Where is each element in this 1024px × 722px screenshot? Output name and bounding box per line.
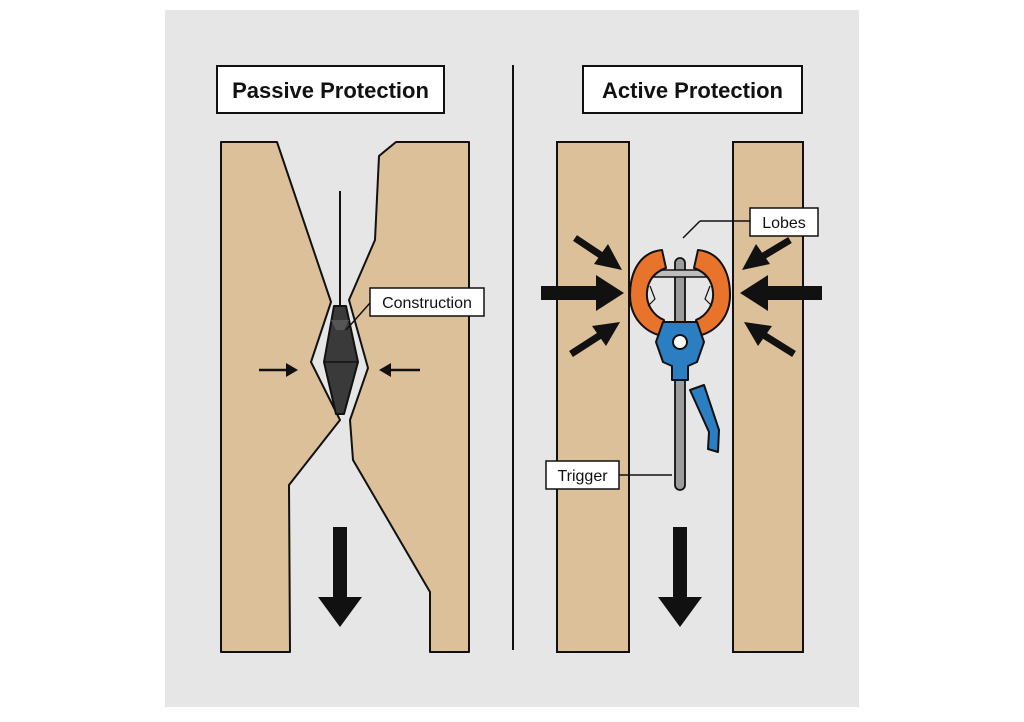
cam-body	[655, 321, 705, 381]
left-rock-wall	[220, 141, 341, 653]
wedge-nut-icon	[323, 305, 359, 415]
spring-cam-icon	[629, 249, 731, 491]
lobes-label: Lobes	[762, 215, 806, 232]
trigger-label-box	[545, 460, 620, 490]
arrow-icon	[573, 235, 622, 270]
construction-leader	[345, 302, 371, 331]
right-rock-wall	[348, 141, 470, 653]
construction-label: Construction	[382, 295, 472, 312]
passive-title: Passive Protection	[232, 78, 429, 103]
left-rock-column	[556, 141, 630, 653]
cam-trigger-bar	[689, 384, 720, 453]
active-title: Active Protection	[602, 78, 783, 103]
construction-label-box	[369, 287, 485, 317]
active-title-box	[582, 65, 803, 114]
trigger-label: Trigger	[557, 468, 608, 485]
arrow-icon	[658, 527, 702, 627]
arrow-icon	[742, 236, 792, 270]
active-panel: Active Protection Lobes	[541, 65, 822, 653]
arrow-icon	[259, 363, 298, 377]
passive-title-box	[216, 65, 445, 114]
arrow-icon	[318, 527, 362, 627]
arrow-icon	[744, 322, 796, 357]
lobes-leader	[682, 220, 701, 239]
cam-pivot	[672, 334, 688, 350]
arrow-icon	[569, 322, 620, 357]
arrow-icon	[541, 275, 624, 311]
passive-panel: Passive Protection Construction	[216, 65, 485, 653]
lobes-label-box	[749, 207, 819, 237]
arrow-icon	[740, 275, 822, 311]
arrow-icon	[379, 363, 420, 377]
